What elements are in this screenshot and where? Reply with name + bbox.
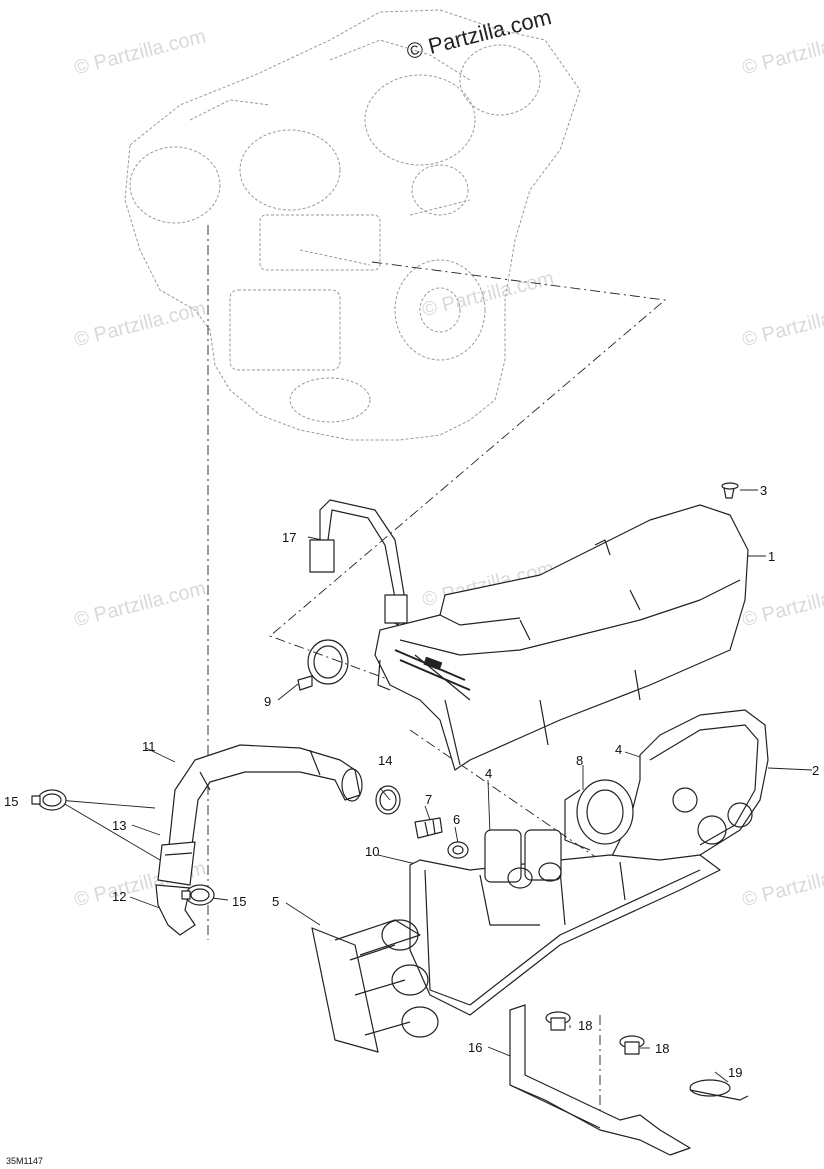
part-15-clamp-a <box>31 789 67 811</box>
part-18-bolt-b <box>619 1035 645 1055</box>
part-8-coupler <box>564 779 634 851</box>
part-5-stacks <box>311 919 439 1053</box>
callout-15b: 15 <box>232 894 247 909</box>
callout-14: 14 <box>378 753 393 768</box>
callout-11: 11 <box>142 739 156 754</box>
callout-1: 1 <box>768 549 776 564</box>
part-10-airbox-base <box>409 854 721 1016</box>
parts <box>31 482 769 1156</box>
part-6-grommet <box>447 841 469 859</box>
callout-18b: 18 <box>655 1041 670 1056</box>
part-4-resonators <box>484 829 562 889</box>
callout-4b: 4 <box>485 766 493 781</box>
part-15-clamp-b <box>181 884 215 906</box>
part-7-fitting <box>414 817 443 839</box>
callout-6: 6 <box>453 812 461 827</box>
callout-8: 8 <box>576 753 584 768</box>
part-14-clamp <box>375 785 401 815</box>
callout-3: 3 <box>760 483 768 498</box>
callout-15a: 15 <box>4 794 19 809</box>
callout-19: 19 <box>728 1065 743 1080</box>
engine-ghost <box>124 9 581 441</box>
callout-9: 9 <box>264 694 272 709</box>
part-11-hose <box>167 744 363 861</box>
callout-4a: 4 <box>615 742 623 757</box>
callout-5: 5 <box>272 894 280 909</box>
part-18-bolt-a <box>545 1011 571 1031</box>
callout-7: 7 <box>425 792 433 807</box>
part-3-screw <box>721 482 739 499</box>
callout-2: 2 <box>812 763 820 778</box>
part-17-strap <box>309 499 408 626</box>
diagram-code: 35M1147 <box>6 1156 43 1166</box>
part-16-bracket <box>509 1004 691 1156</box>
part-19-cable-tie <box>689 1079 749 1101</box>
part-1-upper-housing <box>374 504 749 771</box>
part-13-pipe <box>157 841 196 886</box>
callout-13: 13 <box>112 818 127 833</box>
callout-16: 16 <box>468 1040 483 1055</box>
part-9-clamp <box>297 639 349 691</box>
callout-12: 12 <box>112 889 127 904</box>
callout-18a: 18 <box>578 1018 593 1033</box>
callout-17: 17 <box>282 530 297 545</box>
callout-10: 10 <box>365 844 380 859</box>
